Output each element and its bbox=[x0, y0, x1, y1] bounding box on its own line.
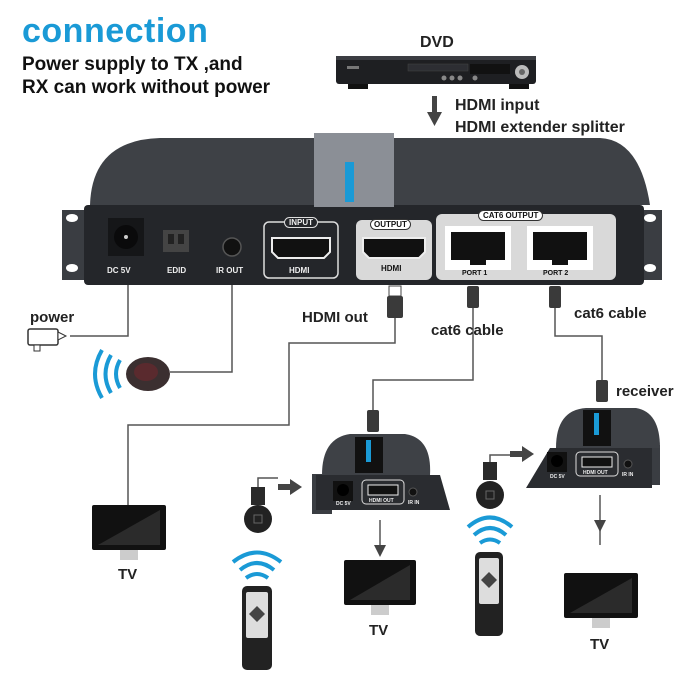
receiver-device-2 bbox=[526, 408, 660, 488]
dvd-player bbox=[336, 56, 536, 89]
port-2-label: PORT 2 bbox=[543, 270, 569, 277]
arrow-down-icon bbox=[427, 96, 442, 126]
tv-icon bbox=[92, 505, 638, 628]
ir-receiver-icon bbox=[244, 462, 504, 533]
receiver-device-1 bbox=[312, 434, 450, 514]
hdmi-input-label: HDMI bbox=[289, 266, 310, 275]
rx1-dc-label: DC 5V bbox=[336, 501, 351, 507]
output-header-label: OUTPUT bbox=[370, 219, 411, 230]
hdmi-plug-icon bbox=[387, 285, 403, 318]
port-1-label: PORT 1 bbox=[462, 270, 488, 277]
dc-power-port bbox=[108, 218, 144, 256]
subtitle-line-2: RX can work without power bbox=[22, 77, 271, 98]
cat6-cable-label-2: cat6 cable bbox=[574, 305, 647, 322]
tv-label-3: TV bbox=[590, 636, 610, 653]
hdmi-input-port bbox=[263, 221, 339, 279]
cat6-output-header-label: CAT6 OUTPUT bbox=[478, 210, 544, 221]
rx2-dc-label: DC 5V bbox=[550, 474, 565, 480]
tv-label-1: TV bbox=[118, 566, 138, 583]
input-header-label: INPUT bbox=[284, 217, 318, 228]
power-label: power bbox=[30, 309, 75, 326]
arrow-down-icon bbox=[374, 520, 606, 557]
diagram-title: connection bbox=[22, 12, 209, 50]
rx1-ir-in-label: IR IN bbox=[408, 500, 420, 506]
cat6-output-panel bbox=[436, 214, 616, 280]
hdmi-output-port bbox=[356, 220, 432, 280]
ir-out-label: IR OUT bbox=[216, 266, 244, 275]
receiver-label: receiver bbox=[616, 383, 674, 400]
edid-switch bbox=[163, 230, 189, 252]
hdmi-input-caption: HDMI input HDMI extender splitter bbox=[455, 95, 625, 139]
ir-out-jack bbox=[222, 237, 242, 257]
ir-emitter-icon bbox=[93, 348, 170, 400]
hdmi-out-label: HDMI out bbox=[302, 309, 368, 326]
diagram-subtitle: Power supply to TX ,and RX can work with… bbox=[22, 53, 270, 99]
hdmi-input-label: HDMI input bbox=[455, 97, 540, 114]
rx2-ir-in-label: IR IN bbox=[622, 472, 634, 478]
remote-control-icon bbox=[242, 552, 503, 670]
rx1-hdmi-out-label: HDMI OUT bbox=[369, 498, 394, 504]
hdmi-splitter-label: HDMI extender splitter bbox=[455, 119, 625, 136]
wireless-signal-icon bbox=[231, 515, 514, 580]
rj45-plug-icon bbox=[367, 286, 608, 432]
edid-label: EDID bbox=[167, 266, 187, 275]
dvd-label: DVD bbox=[420, 34, 454, 51]
arrow-right-icon bbox=[278, 446, 534, 495]
subtitle-line-1: Power supply to TX ,and bbox=[22, 54, 243, 75]
rx2-hdmi-out-label: HDMI OUT bbox=[583, 470, 608, 476]
hdmi-output-label: HDMI bbox=[381, 264, 402, 273]
cat6-cable-label-1: cat6 cable bbox=[431, 322, 504, 339]
tv-label-2: TV bbox=[369, 622, 389, 639]
cables bbox=[70, 285, 603, 545]
power-adapter-icon bbox=[27, 328, 68, 352]
dc-5v-label: DC 5V bbox=[107, 266, 131, 275]
